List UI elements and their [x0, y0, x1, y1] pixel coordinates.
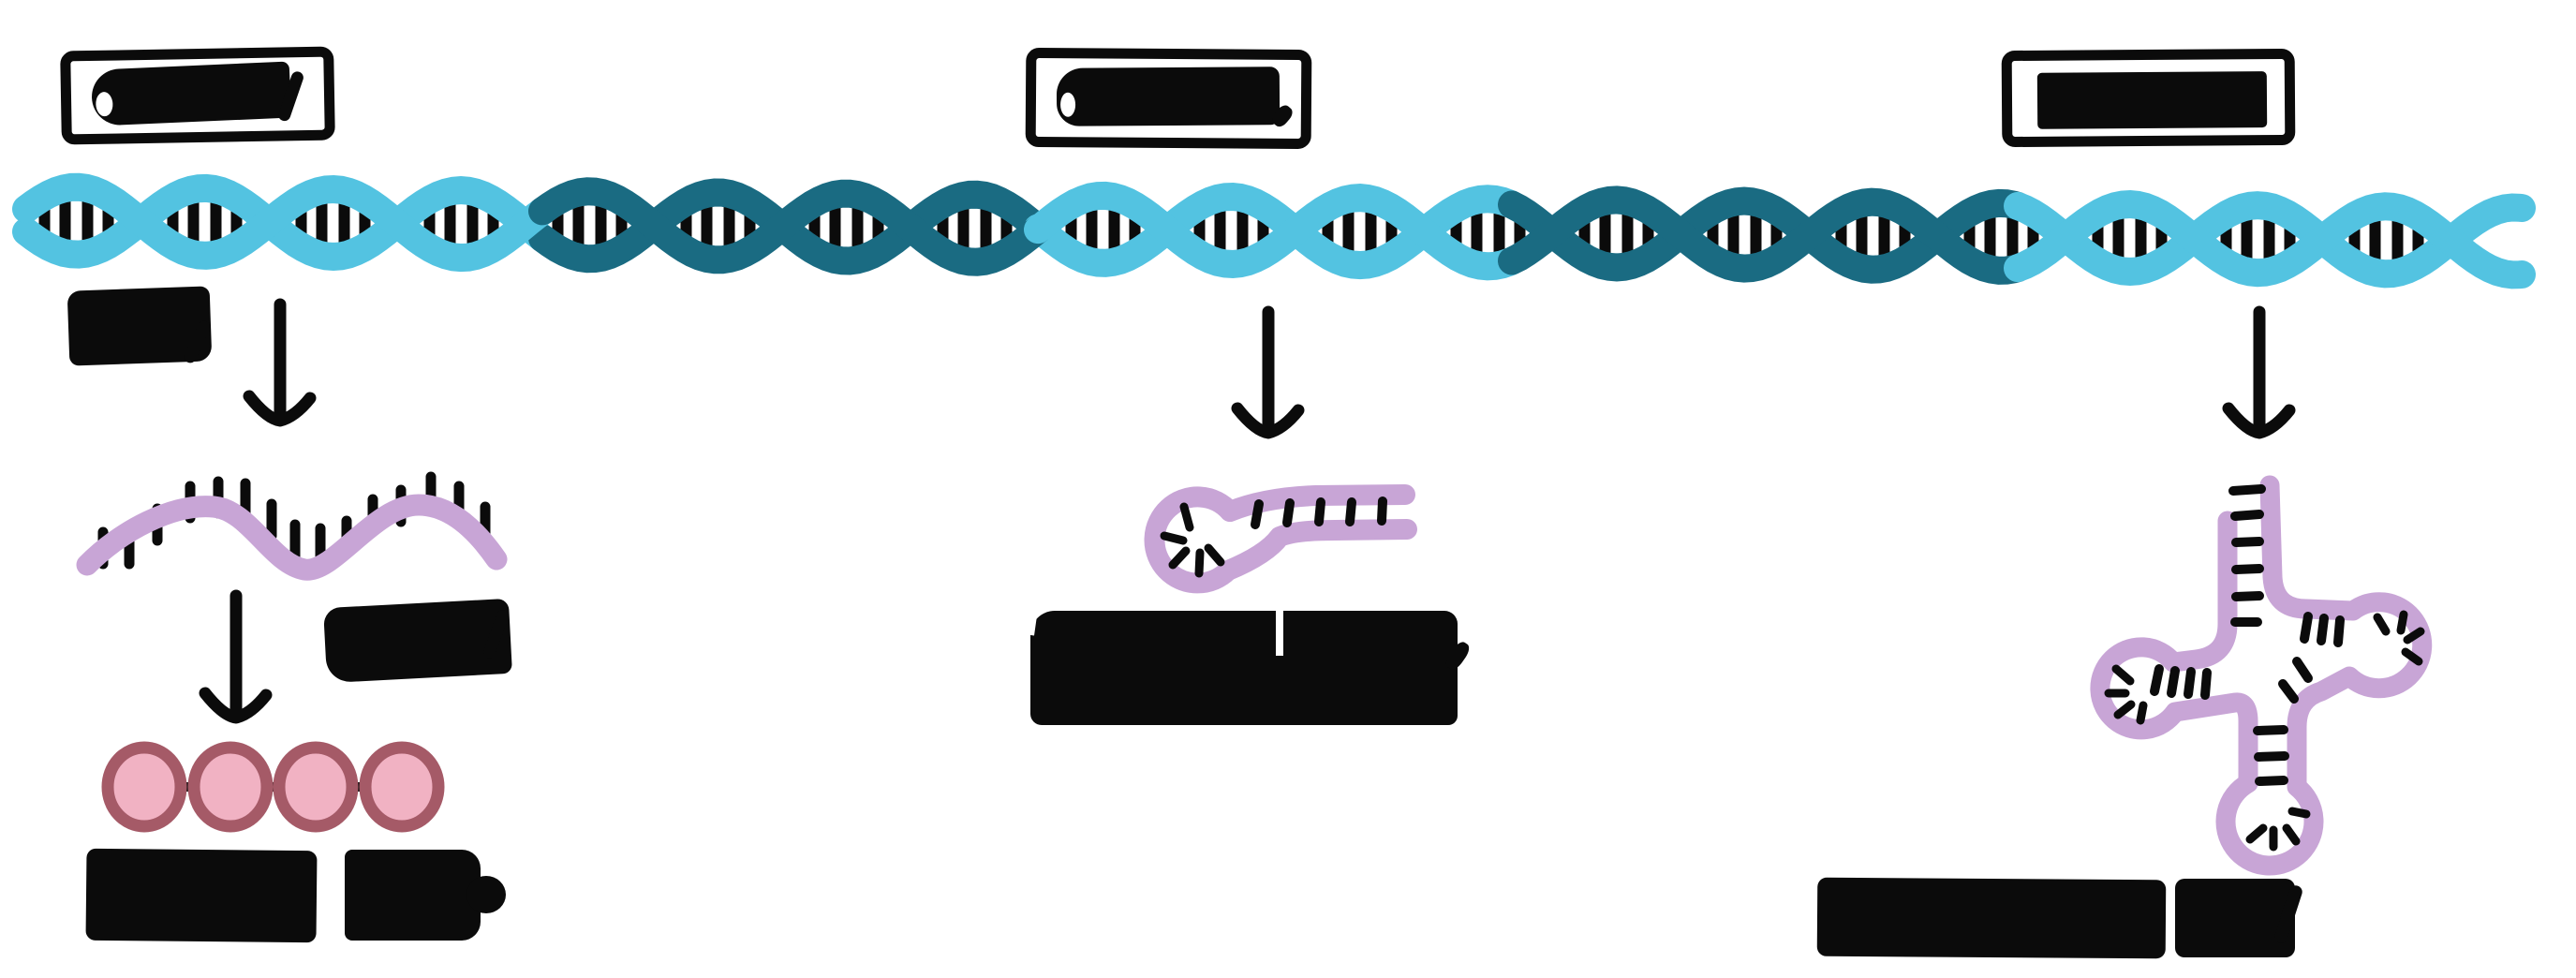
dna-double-helix — [12, 172, 2536, 289]
protein-caption-word2-bump — [466, 876, 506, 913]
dna-strand-segment-light — [1024, 181, 1526, 281]
down-arrow — [243, 298, 317, 427]
gene-box-center — [1025, 47, 1312, 150]
hairpin-lower-arm — [1218, 519, 1417, 581]
protein-bead — [359, 741, 445, 833]
hairpin-loop-ticks — [1160, 502, 1225, 578]
protein-bead — [187, 741, 274, 833]
mrna-label-redacted — [323, 598, 512, 684]
protein-bead-chain — [101, 741, 445, 833]
dna-strand-segment-dark — [1498, 185, 2032, 285]
hairpin-rna — [1144, 484, 1417, 594]
down-arrow — [2222, 305, 2296, 439]
dna-strand-segment-light — [12, 173, 556, 272]
dna-strand-segment-light — [1024, 182, 1526, 280]
process-arrows — [199, 298, 2296, 724]
dna-strand-segment-dark — [528, 177, 1052, 276]
hairpin-upper-arm — [1220, 484, 1415, 522]
dna-strand-segment-light — [2004, 189, 2536, 289]
letter-counter-notch — [95, 91, 113, 117]
dna-strand-segment-light — [12, 172, 556, 273]
hairpin-base-pair-dashes — [1251, 496, 1387, 529]
cloverleaf-rna — [2090, 475, 2433, 876]
protein-bead — [101, 741, 187, 833]
gene-box-left — [60, 46, 335, 145]
cloverleaf-stem-dashes — [2150, 484, 2345, 786]
cloverleaf-caption-word1-redacted — [1816, 877, 2167, 959]
mrna-strand — [76, 494, 508, 581]
down-arrow — [1231, 305, 1305, 439]
gene-label-right-redacted — [2036, 71, 2268, 129]
protein-caption-word2-redacted — [345, 850, 481, 941]
down-arrow — [199, 589, 273, 724]
cloverleaf-caption-word2-redacted — [2175, 879, 2295, 957]
dna-strand-segment-dark — [528, 178, 1052, 275]
gene-label-left-redacted — [90, 61, 292, 126]
mrna-strand-group — [76, 471, 508, 581]
hairpin-caption-redacted — [1030, 611, 1458, 725]
cloverleaf-loop-ticks — [2104, 610, 2425, 852]
protein-bead — [273, 741, 359, 833]
protein-caption-word1-redacted — [85, 848, 318, 943]
gene-box-right — [2001, 48, 2296, 148]
hairpin-loop — [1144, 486, 1240, 594]
gene-label-center-redacted — [1056, 67, 1281, 126]
hairpin-caption-word-gap — [1276, 609, 1283, 656]
letter-counter-notch — [1059, 92, 1076, 117]
